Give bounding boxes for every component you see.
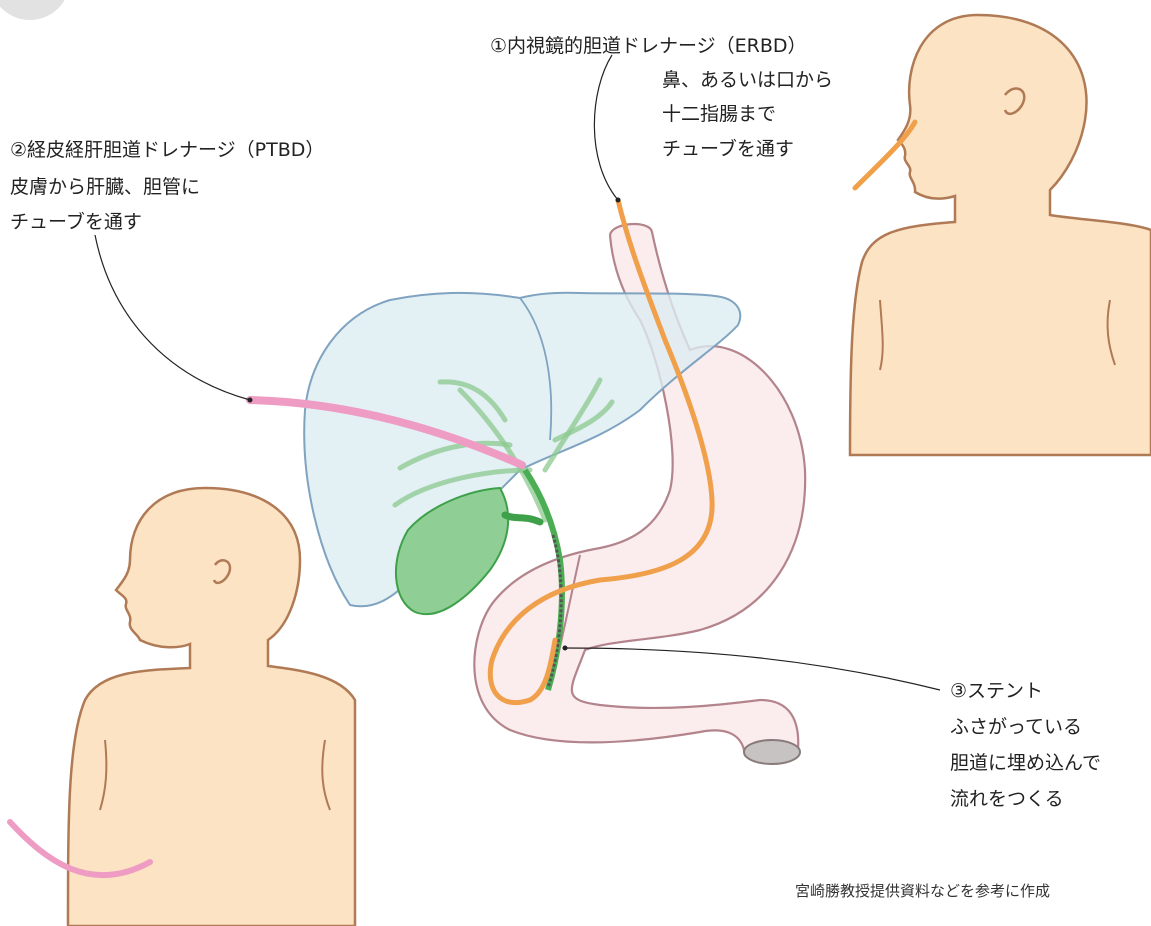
person-right (850, 15, 1151, 455)
ptbd-title: ②経皮経肝胆道ドレナージ（PTBD） (10, 135, 324, 165)
erbd-desc-2: 十二指腸まで (662, 99, 776, 129)
corner-circle (0, 0, 70, 20)
erbd-desc-1: 鼻、あるいは口から (662, 65, 833, 95)
stent-desc-1: ふさがっている (950, 712, 1082, 742)
erbd-desc-3: チューブを通す (662, 134, 794, 164)
duodenum-opening (744, 740, 800, 764)
stent-title: ③ステント (950, 676, 1043, 706)
stent-desc-2: 胆道に埋め込んで (950, 748, 1101, 778)
credit-note: 宮崎勝教授提供資料などを参考に作成 (795, 880, 1050, 901)
stent-desc-3: 流れをつくる (950, 784, 1064, 814)
person-left (10, 488, 355, 926)
ptbd-desc-2: チューブを通す (10, 207, 142, 237)
erbd-title: ①内視鏡的胆道ドレナージ（ERBD） (490, 31, 807, 61)
ptbd-desc-1: 皮膚から肝臓、胆管に (10, 172, 200, 202)
cystic-duct (505, 515, 540, 522)
